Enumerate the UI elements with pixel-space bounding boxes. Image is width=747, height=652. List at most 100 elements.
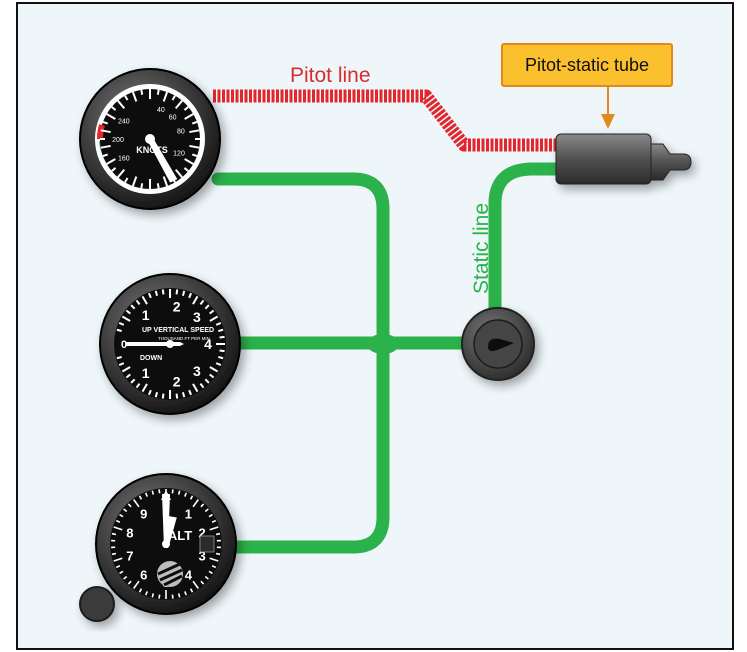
altimeter-tick xyxy=(138,588,143,593)
vsi-tick xyxy=(175,393,179,399)
altimeter-tick xyxy=(111,532,117,536)
vsi-tick xyxy=(209,315,219,322)
airspeed-tick xyxy=(140,89,144,95)
vsi-tick xyxy=(116,328,122,333)
airspeed-tick xyxy=(140,183,144,189)
vsi-tick xyxy=(118,322,125,326)
altimeter-tick xyxy=(200,503,205,508)
vsi-number: 3 xyxy=(193,309,201,325)
vsi-number: 4 xyxy=(204,336,212,352)
altimeter-tick xyxy=(192,580,199,589)
vsi-tick xyxy=(209,366,219,373)
vsi-tick xyxy=(188,292,192,299)
vsi-number: 2 xyxy=(173,299,181,315)
vsi-number: 1 xyxy=(142,307,150,323)
static-line-network xyxy=(211,162,565,554)
vsi-tick xyxy=(192,295,199,305)
airspeed-scale-label: 200 xyxy=(112,137,124,144)
airspeed-tick xyxy=(111,167,117,172)
airspeed-tick xyxy=(131,176,138,187)
altimeter-tick xyxy=(133,580,140,589)
vsi-tick xyxy=(215,362,222,366)
airspeed-tick xyxy=(156,183,160,189)
vsi-tick xyxy=(125,373,131,379)
altimeter-tick xyxy=(215,532,221,536)
airspeed-tick xyxy=(124,177,129,183)
static-line-label: Static line xyxy=(470,203,493,294)
vsi-tick xyxy=(181,392,186,398)
altimeter-pointer-triangle xyxy=(161,490,171,500)
airspeed-tick xyxy=(174,168,183,178)
vsi-number: 3 xyxy=(193,363,201,379)
vsi-tick xyxy=(215,322,222,326)
airspeed-scale-label: 80 xyxy=(177,129,185,136)
altimeter-number: 9 xyxy=(140,506,147,521)
airspeed-scale-label: 240 xyxy=(118,119,130,126)
airspeed-tick xyxy=(189,129,200,134)
airspeed-scale-label: 120 xyxy=(173,151,185,158)
airspeed-tick xyxy=(100,129,111,134)
altimeter-number: 2 xyxy=(199,525,206,540)
altimeter-tick xyxy=(211,564,217,569)
vsi-tick xyxy=(141,383,148,393)
altimeter-tick xyxy=(189,495,194,500)
altimeter-tick xyxy=(138,495,143,500)
vsi-number: 2 xyxy=(173,373,181,389)
vsi-tick xyxy=(135,299,141,305)
vsi-down-text: DOWN xyxy=(140,355,162,362)
airspeed-tick xyxy=(102,120,109,125)
altimeter-tick xyxy=(151,593,155,598)
vsi-tick xyxy=(175,289,179,295)
airspeed-needle xyxy=(146,135,178,183)
altimeter-tick xyxy=(133,499,140,508)
airspeed-tick xyxy=(117,100,126,110)
airspeed-ticks xyxy=(100,89,200,189)
vsi-tick xyxy=(188,389,192,396)
vsi-tick xyxy=(116,355,122,360)
altimeter-tick xyxy=(158,594,161,599)
airspeed-tick xyxy=(124,95,129,101)
altimeter: 123456789 ALT xyxy=(95,473,237,615)
altimeter-number: 4 xyxy=(185,568,193,583)
airspeed-tick xyxy=(171,95,176,101)
altimeter-tick xyxy=(113,526,123,531)
vsi-tick xyxy=(121,315,131,322)
altimeter-number: 7 xyxy=(126,549,133,564)
altimeter-tick xyxy=(204,575,209,580)
callout-arrowhead xyxy=(601,114,615,129)
altimeter-tick xyxy=(177,593,181,598)
airspeed-tick xyxy=(106,113,116,120)
altimeter-tick xyxy=(115,564,121,569)
altimeter-adjustment-knob[interactable] xyxy=(79,586,115,622)
static-line-junction xyxy=(367,334,399,354)
altimeter-tick xyxy=(209,526,219,531)
vsi-number: 1 xyxy=(142,365,150,381)
vsi-ticks xyxy=(116,289,225,399)
altimeter-tick xyxy=(158,489,161,494)
airspeed-tick xyxy=(106,158,116,165)
vsi-tick xyxy=(135,383,141,389)
airspeed-scale-label: 40 xyxy=(157,107,165,114)
vsi-tick xyxy=(130,304,136,310)
airspeed-tick xyxy=(131,91,138,102)
airspeed-tick xyxy=(183,167,189,172)
vsi-tick xyxy=(192,383,199,393)
vsi-units-text: THOUSAND FT PER MIN xyxy=(158,336,210,341)
altimeter-number: 6 xyxy=(140,568,147,583)
altimeter-tick xyxy=(123,575,128,580)
airspeed-tick xyxy=(191,120,198,125)
airspeed-scale-label: 60 xyxy=(169,114,177,121)
altimeter-tick xyxy=(211,519,217,524)
airspeed-tick xyxy=(156,89,160,95)
vsi-tick xyxy=(218,328,224,333)
altimeter-tick xyxy=(119,513,124,518)
altimeter-kollsman-window xyxy=(199,535,215,553)
altimeter-hatched-flag xyxy=(157,561,183,587)
vsi-tick xyxy=(161,393,165,399)
static-line-altimeter xyxy=(226,337,390,554)
